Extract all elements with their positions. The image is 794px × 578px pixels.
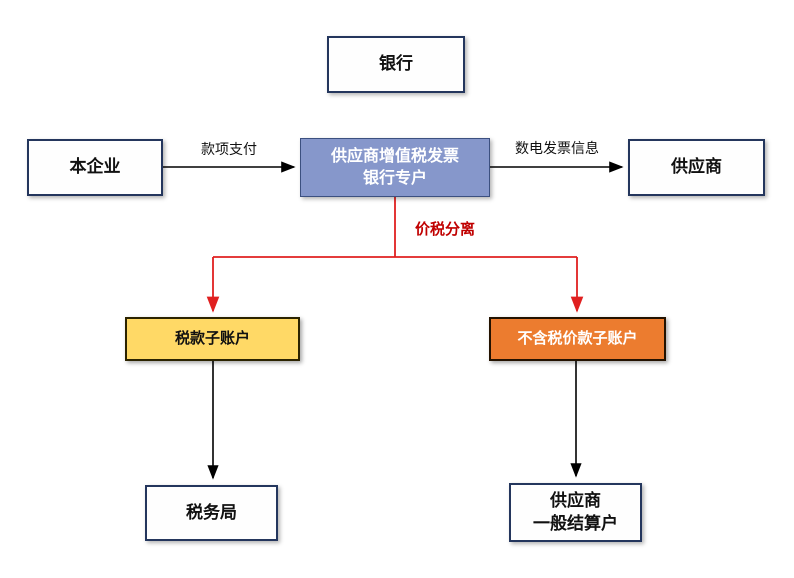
node-supplier-vat-account-label-line1: 供应商增值税发票 xyxy=(330,147,459,165)
node-supplier-settlement: 供应商 一般结算户 xyxy=(509,483,642,542)
node-tax-bureau: 税务局 xyxy=(145,485,278,541)
node-our-company: 本企业 xyxy=(27,139,163,196)
edge-split-trunk xyxy=(213,197,577,258)
node-supplier-vat-account-label-line2: 银行专户 xyxy=(362,169,427,187)
node-supplier-settlement-label-line2: 一般结算户 xyxy=(533,513,618,533)
node-supplier-label: 供应商 xyxy=(671,157,722,177)
node-supplier-vat-account: 供应商增值税发票 银行专户 xyxy=(300,138,490,197)
edge-payment-label: 款项支付 xyxy=(201,143,257,158)
node-bank: 银行 xyxy=(327,36,465,93)
node-tax-sub-account: 税款子账户 xyxy=(125,317,300,361)
node-price-sub-account-label: 不含税价款子账户 xyxy=(517,330,638,347)
node-supplier: 供应商 xyxy=(628,139,765,196)
node-tax-bureau-label: 税务局 xyxy=(186,502,237,522)
edge-split-label: 价税分离 xyxy=(414,222,475,238)
node-price-sub-account: 不含税价款子账户 xyxy=(489,317,666,361)
node-our-company-label: 本企业 xyxy=(69,157,121,177)
node-bank-label: 银行 xyxy=(379,54,413,74)
edge-invoice-info-label: 数电发票信息 xyxy=(515,142,599,157)
node-supplier-settlement-label-line1: 供应商 xyxy=(550,490,601,510)
node-tax-sub-account-label: 税款子账户 xyxy=(174,330,250,347)
